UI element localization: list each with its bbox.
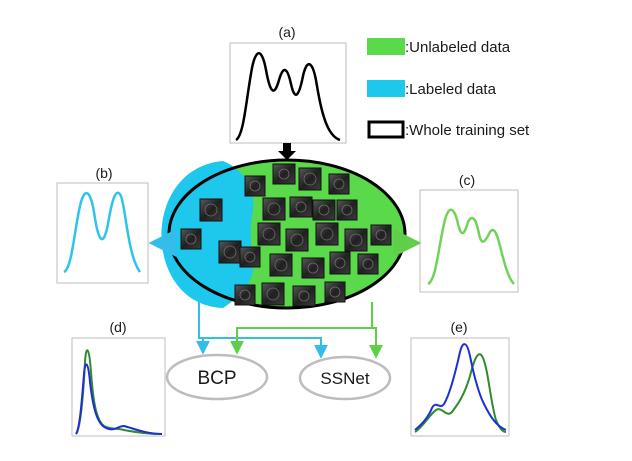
panel-c-label: (c) — [459, 172, 475, 188]
panel-c-plot — [419, 189, 519, 293]
down-arrow — [278, 143, 296, 160]
bcp-label: BCP — [197, 368, 236, 389]
ssnet-label: SSNet — [320, 369, 369, 388]
image-thumbnails — [180, 163, 392, 307]
legend-labeled-swatch — [367, 80, 405, 97]
panel-e-curve-green — [414, 353, 507, 433]
panel-b-label: (b) — [95, 165, 112, 181]
ssnet-node: SSNet — [298, 355, 392, 401]
panel-d-label: (d) — [109, 319, 126, 335]
panel-b-curve — [63, 191, 142, 274]
thumbnail-texture — [185, 168, 387, 302]
panel-d-curve-blue — [75, 363, 163, 435]
legend-labeled-label: :Labeled data — [405, 81, 497, 98]
flow-arrows — [196, 302, 383, 359]
panel-a-plot — [229, 42, 347, 144]
legend: :Unlabeled data :Labeled data :Whole tra… — [367, 38, 530, 139]
panel-b-plot — [56, 182, 149, 284]
panel-e-curve-blue — [414, 343, 507, 431]
panel-d-plot — [71, 337, 166, 437]
panel-c-curve — [427, 208, 515, 286]
legend-whole-swatch — [367, 120, 405, 139]
legend-whole-label: :Whole training set — [405, 122, 530, 139]
legend-unlabeled-swatch — [367, 38, 405, 55]
bcp-node: BCP — [165, 353, 269, 401]
legend-unlabeled-label: :Unlabeled data — [405, 39, 511, 56]
panel-e-plot — [410, 337, 510, 437]
panel-a-label: (a) — [278, 24, 295, 40]
panel-a-curve — [235, 52, 341, 142]
panel-e-label: (e) — [450, 319, 467, 335]
